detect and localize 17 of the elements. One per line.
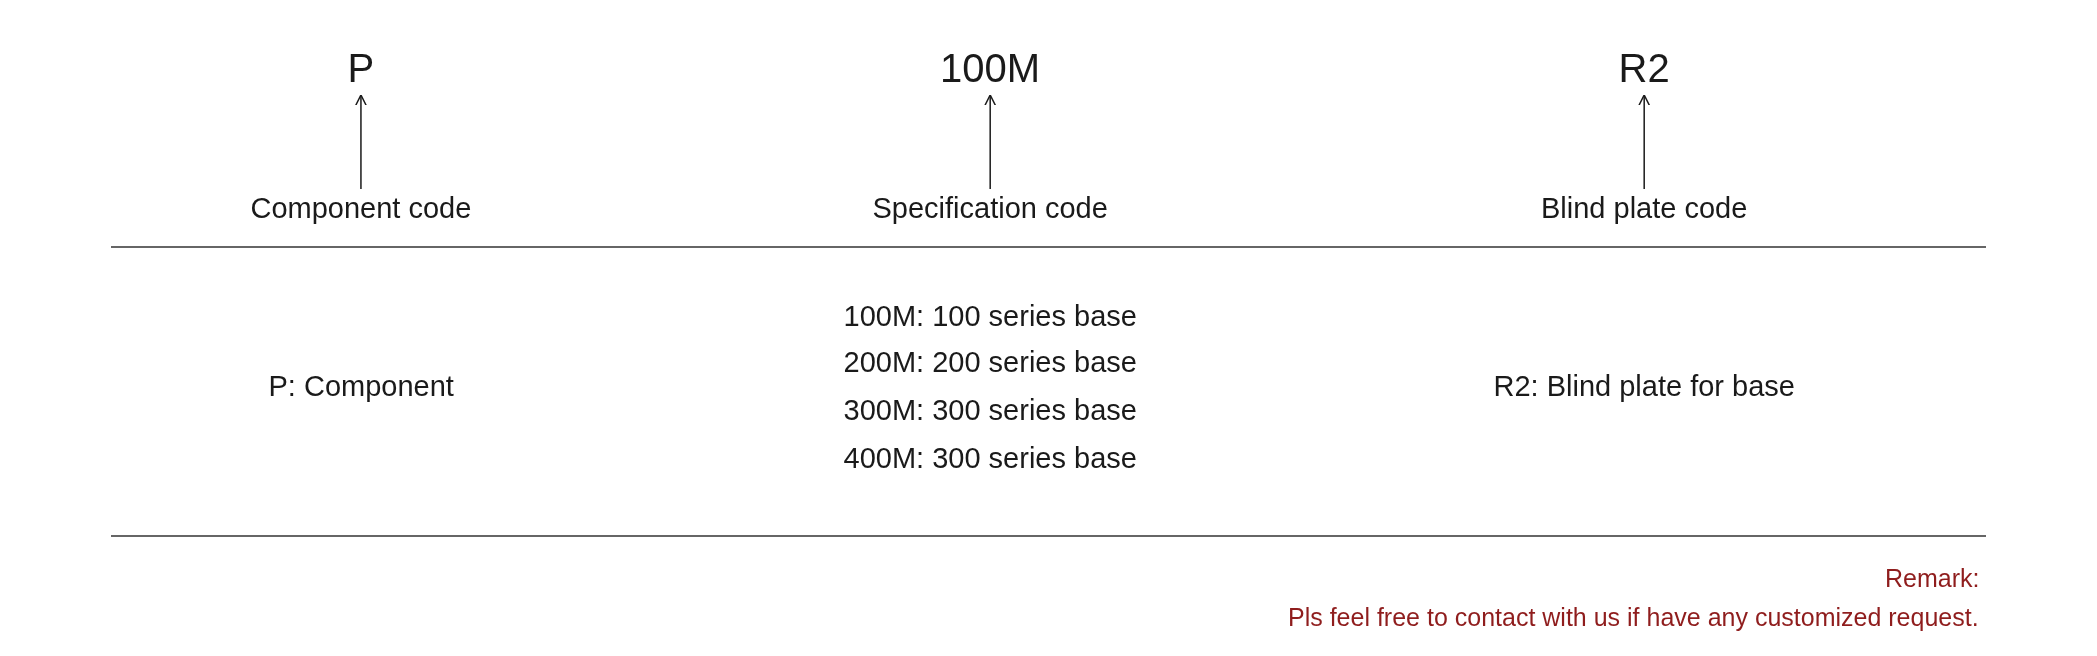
column-heading: Specification code (872, 193, 1108, 225)
arrow (1638, 94, 1651, 190)
column-heading: Component code (250, 193, 472, 225)
arrow (354, 94, 367, 190)
remark-heading: Remark: (1885, 565, 1980, 593)
arrow (984, 94, 997, 190)
table-entry: R2: Blind plate for base (1493, 371, 1795, 403)
code-letter: 100M (940, 46, 1041, 90)
remark-note: Pls feel free to contact with us if have any customized request. (1288, 604, 1979, 632)
table-entry: 200M: 200 series base (843, 347, 1137, 379)
table-entry: 100M: 100 series base (843, 301, 1137, 333)
code-letter: R2 (1618, 46, 1670, 90)
table-entry: P: Component (268, 371, 454, 403)
column-heading: Blind plate code (1541, 193, 1748, 225)
table-entry: 300M: 300 series base (843, 395, 1137, 427)
code-letter: P (347, 46, 375, 90)
table-entry: 400M: 300 series base (843, 443, 1137, 475)
